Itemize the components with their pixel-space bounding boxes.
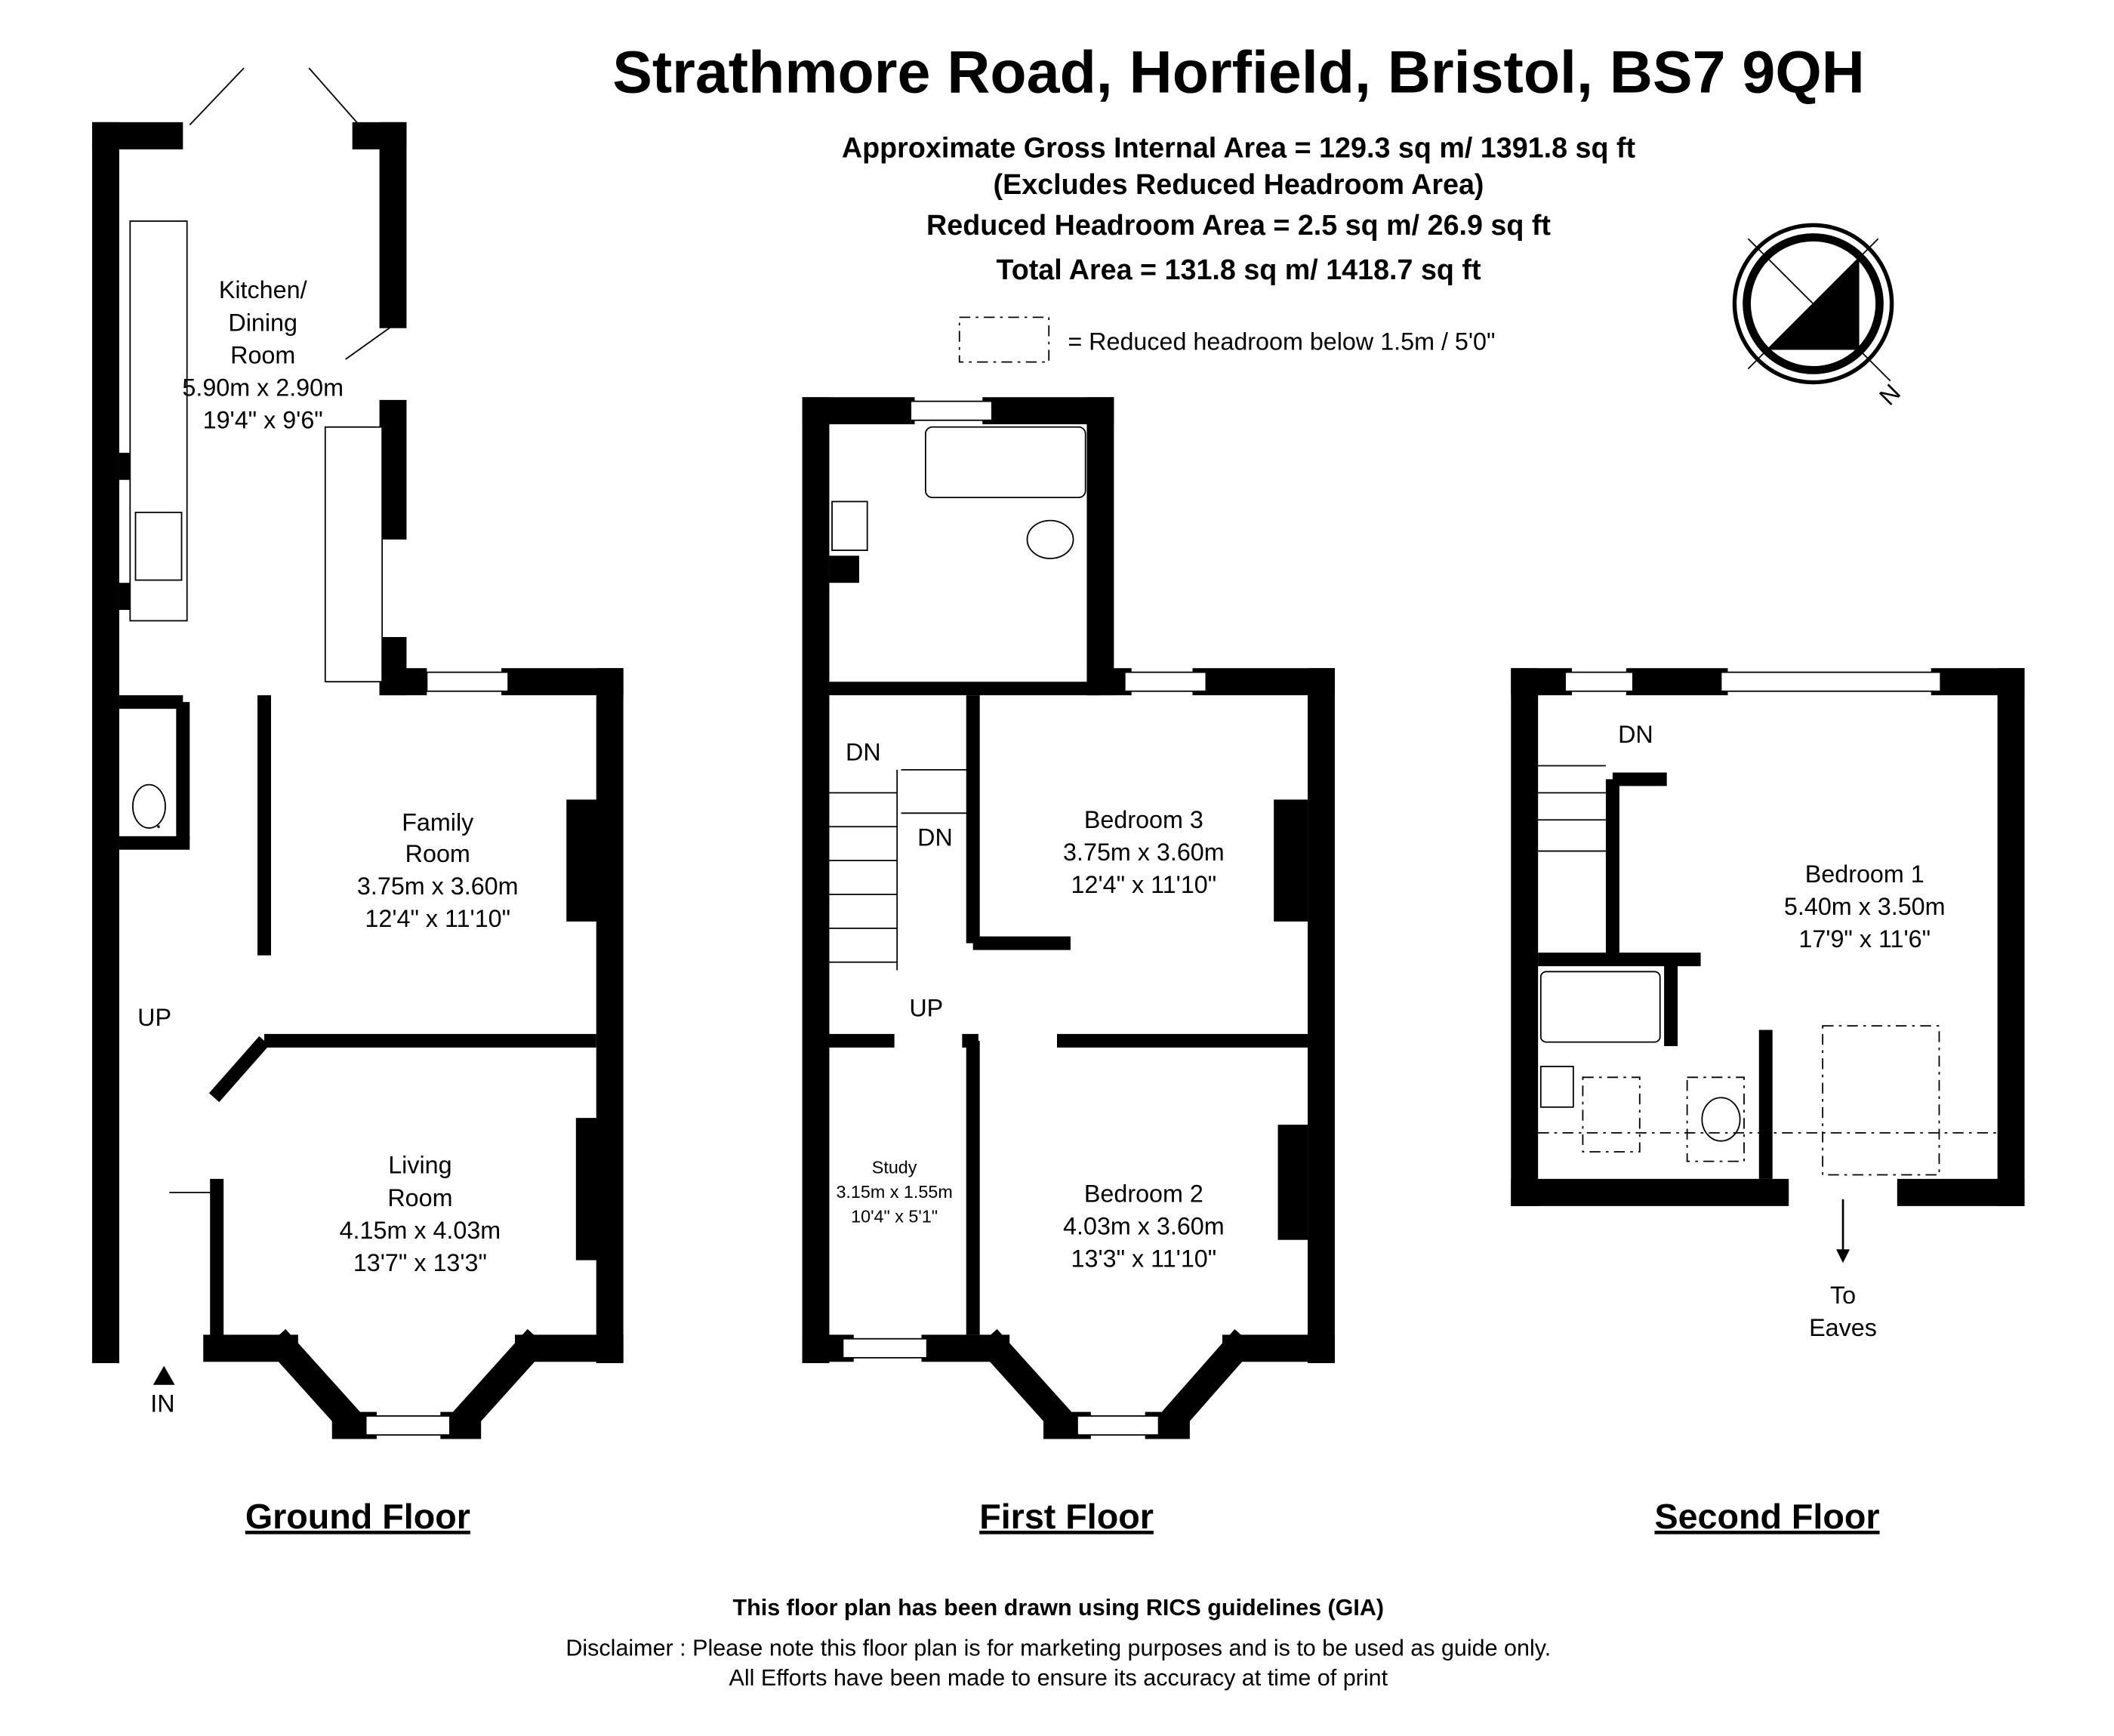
room-study: Study 3.15m x 1.55m 10'4" x 5'1" bbox=[836, 1158, 952, 1227]
room-kitchen-dining: Kitchen/ Dining Room 5.90m x 2.90m 19'4"… bbox=[182, 276, 344, 433]
stairs-down-label: DN bbox=[846, 738, 881, 765]
room-metric: 3.15m x 1.55m bbox=[836, 1182, 952, 1202]
room-name: Kitchen/ bbox=[219, 276, 307, 303]
room-name: Bedroom 2 bbox=[1084, 1180, 1203, 1207]
room-imperial: 19'4" x 9'6" bbox=[203, 407, 323, 434]
second-floor-plan: DN To Eaves Bedroom 1 5.40m x 3.50m 17'9… bbox=[1511, 668, 2025, 1536]
room-bedroom-3: Bedroom 3 3.75m x 3.60m 12'4" x 11'10" bbox=[1063, 806, 1225, 898]
compass-icon: N bbox=[1732, 223, 1906, 411]
eaves-arrow-icon bbox=[1836, 1249, 1850, 1264]
reduced-headroom-legend: = Reduced headroom below 1.5m / 5'0" bbox=[1068, 328, 1495, 355]
second-floor-label: Second Floor bbox=[1654, 1497, 1879, 1536]
eaves-label-2: Eaves bbox=[1809, 1314, 1877, 1341]
page-title: Strathmore Road, Horfield, Bristol, BS7 … bbox=[612, 38, 1865, 105]
room-imperial: 12'4" x 11'10" bbox=[365, 905, 510, 932]
rics-note: This floor plan has been drawn using RIC… bbox=[733, 1595, 1385, 1621]
room-living: Living Room 4.15m x 4.03m 13'7" x 13'3" bbox=[340, 1152, 501, 1276]
reduced-area: Reduced Headroom Area = 2.5 sq m/ 26.9 s… bbox=[926, 209, 1551, 241]
room-metric: 5.90m x 2.90m bbox=[182, 374, 344, 401]
room-name: Bedroom 1 bbox=[1805, 860, 1924, 888]
room-metric: 3.75m x 3.60m bbox=[357, 873, 519, 900]
gross-area: Approximate Gross Internal Area = 129.3 … bbox=[842, 132, 1636, 164]
room-bedroom-1: Bedroom 1 5.40m x 3.50m 17'9" x 11'6" bbox=[1784, 860, 1946, 953]
room-name: Dining bbox=[228, 309, 297, 336]
room-name: Living bbox=[388, 1152, 451, 1179]
first-floor-plan: DN DN UP Bedroom 3 3.75m x 3.60m 12'4" x… bbox=[802, 397, 1335, 1536]
room-imperial: 17'9" x 11'6" bbox=[1798, 925, 1931, 953]
reduced-headroom-legend-swatch bbox=[958, 316, 1050, 363]
entrance-label: IN bbox=[150, 1390, 174, 1417]
stairs-up-label: UP bbox=[909, 995, 943, 1022]
ground-floor-label: Ground Floor bbox=[245, 1497, 470, 1536]
room-name: Study bbox=[872, 1158, 917, 1177]
room-imperial: 13'7" x 13'3" bbox=[353, 1249, 487, 1276]
room-imperial: 10'4" x 5'1" bbox=[851, 1206, 938, 1226]
room-name: Room bbox=[230, 341, 295, 368]
eaves-label-1: To bbox=[1830, 1282, 1856, 1309]
room-name: Family bbox=[402, 809, 474, 836]
ground-floor-plan: IN UP Kitchen/ Dining Room 5.90m x 2.90m… bbox=[92, 67, 624, 1536]
room-name: Room bbox=[387, 1184, 452, 1211]
room-metric: 5.40m x 3.50m bbox=[1784, 893, 1946, 920]
disclaimer-line-2: All Efforts have been made to ensure its… bbox=[729, 1665, 1388, 1691]
room-name: Bedroom 3 bbox=[1084, 806, 1203, 833]
room-family: Family Room 3.75m x 3.60m 12'4" x 11'10" bbox=[357, 809, 519, 932]
room-metric: 3.75m x 3.60m bbox=[1063, 839, 1225, 866]
entrance-arrow-icon bbox=[153, 1365, 175, 1385]
disclaimer-line-1: Disclaimer : Please note this floor plan… bbox=[565, 1636, 1551, 1661]
stairs-down-label: DN bbox=[1618, 721, 1653, 748]
room-metric: 4.03m x 3.60m bbox=[1063, 1213, 1225, 1240]
stairs-down-label-2: DN bbox=[917, 823, 953, 851]
first-floor-label: First Floor bbox=[979, 1497, 1154, 1536]
excludes-note: (Excludes Reduced Headroom Area) bbox=[994, 168, 1484, 200]
room-name: Room bbox=[405, 840, 470, 867]
compass-north-label: N bbox=[1874, 379, 1906, 411]
room-imperial: 13'3" x 11'10" bbox=[1071, 1245, 1217, 1273]
room-imperial: 12'4" x 11'10" bbox=[1071, 871, 1217, 898]
room-metric: 4.15m x 4.03m bbox=[340, 1217, 501, 1244]
total-area: Total Area = 131.8 sq m/ 1418.7 sq ft bbox=[996, 254, 1481, 285]
stairs-up-label: UP bbox=[137, 1004, 171, 1031]
room-bedroom-2: Bedroom 2 4.03m x 3.60m 13'3" x 11'10" bbox=[1063, 1180, 1225, 1272]
